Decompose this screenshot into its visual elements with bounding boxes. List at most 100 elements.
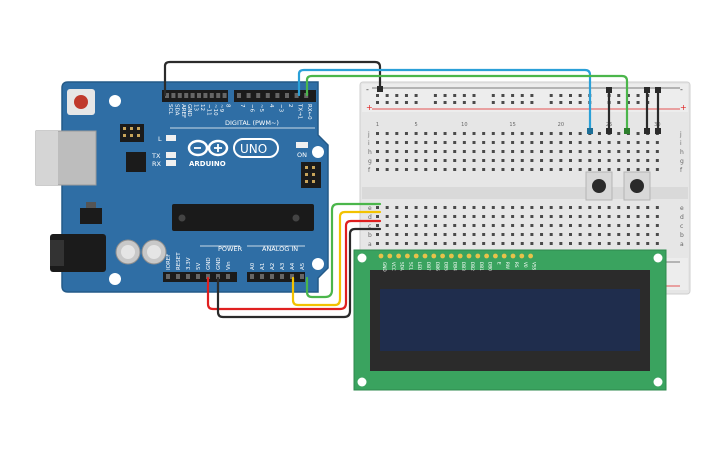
breadboard-hole[interactable] xyxy=(404,132,408,135)
breadboard-hole[interactable] xyxy=(453,233,457,236)
breadboard-hole[interactable] xyxy=(511,141,515,144)
rail-hole[interactable] xyxy=(443,101,447,104)
breadboard-hole[interactable] xyxy=(462,215,466,218)
breadboard-hole[interactable] xyxy=(472,215,476,218)
rail-hole[interactable] xyxy=(569,101,572,104)
breadboard-hole[interactable] xyxy=(462,150,466,153)
breadboard-hole[interactable] xyxy=(530,242,534,245)
breadboard-hole[interactable] xyxy=(655,224,659,227)
header-pin[interactable] xyxy=(166,274,170,279)
header-pin[interactable] xyxy=(176,274,180,279)
breadboard-hole[interactable] xyxy=(569,233,572,236)
lcd-pin[interactable] xyxy=(475,253,481,259)
breadboard-hole[interactable] xyxy=(443,141,447,144)
push-button-2[interactable] xyxy=(623,171,651,201)
push-button-1[interactable] xyxy=(585,171,613,201)
breadboard-hole[interactable] xyxy=(569,159,572,162)
breadboard-hole[interactable] xyxy=(443,242,447,245)
breadboard-hole[interactable] xyxy=(646,206,650,209)
breadboard-hole[interactable] xyxy=(376,233,379,236)
header-pin[interactable] xyxy=(177,93,182,98)
rail-hole[interactable] xyxy=(385,94,389,97)
breadboard-hole[interactable] xyxy=(404,159,408,162)
lcd-pin[interactable] xyxy=(466,253,472,259)
breadboard-hole[interactable] xyxy=(376,242,379,245)
breadboard-hole[interactable] xyxy=(540,233,544,236)
breadboard-hole[interactable] xyxy=(453,215,457,218)
reset-button[interactable] xyxy=(74,95,88,109)
header-pin[interactable] xyxy=(250,274,254,279)
breadboard-hole[interactable] xyxy=(462,168,466,171)
breadboard-hole[interactable] xyxy=(559,233,563,236)
breadboard-hole[interactable] xyxy=(462,141,466,144)
breadboard-hole[interactable] xyxy=(530,150,534,153)
header-pin[interactable] xyxy=(171,93,176,98)
breadboard-hole[interactable] xyxy=(462,242,466,245)
breadboard-hole[interactable] xyxy=(569,132,572,135)
breadboard-hole[interactable] xyxy=(443,168,447,171)
breadboard-hole[interactable] xyxy=(433,168,437,171)
breadboard-hole[interactable] xyxy=(424,215,428,218)
breadboard-hole[interactable] xyxy=(433,141,437,144)
breadboard-hole[interactable] xyxy=(491,168,495,171)
breadboard-hole[interactable] xyxy=(376,206,379,209)
breadboard-hole[interactable] xyxy=(501,150,505,153)
breadboard-hole[interactable] xyxy=(414,215,418,218)
breadboard-hole[interactable] xyxy=(395,215,399,218)
rail-hole[interactable] xyxy=(636,101,640,104)
breadboard-hole[interactable] xyxy=(646,215,650,218)
rail-hole[interactable] xyxy=(462,101,466,104)
lcd-pin[interactable] xyxy=(484,253,489,259)
rail-hole[interactable] xyxy=(511,94,515,97)
breadboard-hole[interactable] xyxy=(530,168,534,171)
header-pin[interactable] xyxy=(165,93,169,98)
rail-hole[interactable] xyxy=(414,94,418,97)
breadboard-hole[interactable] xyxy=(559,141,563,144)
breadboard-hole[interactable] xyxy=(588,233,592,236)
breadboard-hole[interactable] xyxy=(472,233,476,236)
breadboard-hole[interactable] xyxy=(472,168,476,171)
breadboard-hole[interactable] xyxy=(511,159,515,162)
breadboard-hole[interactable] xyxy=(433,132,437,135)
breadboard-hole[interactable] xyxy=(540,206,544,209)
breadboard-hole[interactable] xyxy=(569,215,572,218)
breadboard-hole[interactable] xyxy=(588,224,592,227)
breadboard-hole[interactable] xyxy=(655,206,659,209)
breadboard-hole[interactable] xyxy=(597,242,601,245)
breadboard-hole[interactable] xyxy=(559,206,563,209)
breadboard-hole[interactable] xyxy=(453,224,457,227)
breadboard-hole[interactable] xyxy=(491,132,495,135)
breadboard-hole[interactable] xyxy=(424,132,428,135)
breadboard-hole[interactable] xyxy=(433,150,437,153)
breadboard-hole[interactable] xyxy=(569,206,572,209)
breadboard-hole[interactable] xyxy=(530,132,534,135)
breadboard-hole[interactable] xyxy=(540,150,544,153)
breadboard-hole[interactable] xyxy=(549,168,553,171)
breadboard-hole[interactable] xyxy=(549,141,553,144)
breadboard-hole[interactable] xyxy=(578,224,582,227)
breadboard-hole[interactable] xyxy=(597,159,601,162)
lcd-pin[interactable] xyxy=(449,253,454,259)
breadboard-hole[interactable] xyxy=(424,242,428,245)
breadboard-hole[interactable] xyxy=(491,141,495,144)
breadboard-hole[interactable] xyxy=(626,141,630,144)
rail-hole[interactable] xyxy=(491,94,495,97)
breadboard-hole[interactable] xyxy=(404,150,408,153)
breadboard-hole[interactable] xyxy=(501,132,505,135)
breadboard-hole[interactable] xyxy=(540,141,544,144)
breadboard-hole[interactable] xyxy=(597,215,601,218)
breadboard-hole[interactable] xyxy=(578,168,582,171)
breadboard-hole[interactable] xyxy=(540,159,544,162)
breadboard-hole[interactable] xyxy=(414,242,418,245)
breadboard-hole[interactable] xyxy=(607,206,611,209)
breadboard-hole[interactable] xyxy=(626,233,630,236)
breadboard-hole[interactable] xyxy=(404,233,408,236)
breadboard-hole[interactable] xyxy=(617,242,621,245)
lcd-pin[interactable] xyxy=(493,253,498,259)
breadboard-hole[interactable] xyxy=(617,132,621,135)
lcd-pin[interactable] xyxy=(457,253,463,259)
breadboard-hole[interactable] xyxy=(482,132,486,135)
breadboard-hole[interactable] xyxy=(578,206,582,209)
breadboard-hole[interactable] xyxy=(385,141,389,144)
breadboard-hole[interactable] xyxy=(414,141,418,144)
